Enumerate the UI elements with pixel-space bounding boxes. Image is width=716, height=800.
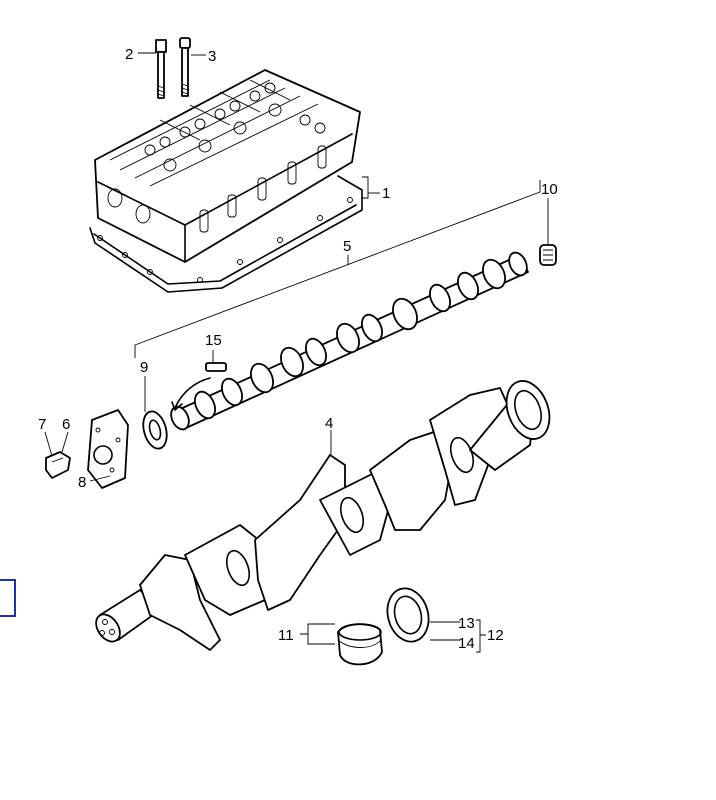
head-bolt-short <box>155 39 167 99</box>
callout-8: 8 <box>78 474 86 491</box>
head-bolt-long <box>179 37 191 97</box>
callout-4: 4 <box>325 415 333 432</box>
callout-2: 2 <box>125 46 133 63</box>
leader-lines <box>44 52 549 653</box>
callout-9: 9 <box>140 359 148 376</box>
callout-7: 7 <box>38 416 46 433</box>
selection-frame <box>0 579 16 617</box>
camshaft <box>134 180 541 431</box>
callout-labels: 1 2 3 4 5 6 7 8 9 10 11 12 13 14 15 <box>38 46 558 652</box>
callout-6: 6 <box>62 416 70 433</box>
callout-12: 12 <box>487 627 504 644</box>
callout-15: 15 <box>205 332 222 349</box>
callout-3: 3 <box>208 48 216 65</box>
camshaft-bushing <box>539 244 557 266</box>
cylinder-head <box>89 69 363 293</box>
callout-13: 13 <box>458 615 475 632</box>
callout-5: 5 <box>343 238 351 255</box>
callout-14: 14 <box>458 635 475 652</box>
thrust-washer <box>386 587 430 643</box>
timing-cover-plate <box>87 409 129 489</box>
crankshaft <box>95 380 551 651</box>
camshaft-seal <box>142 410 168 450</box>
woodruff-key <box>171 362 227 411</box>
callout-1: 1 <box>382 185 390 202</box>
retaining-clip <box>45 451 71 479</box>
callout-10: 10 <box>541 181 558 198</box>
main-bearing-shell <box>337 623 383 666</box>
callout-11: 11 <box>278 627 294 644</box>
